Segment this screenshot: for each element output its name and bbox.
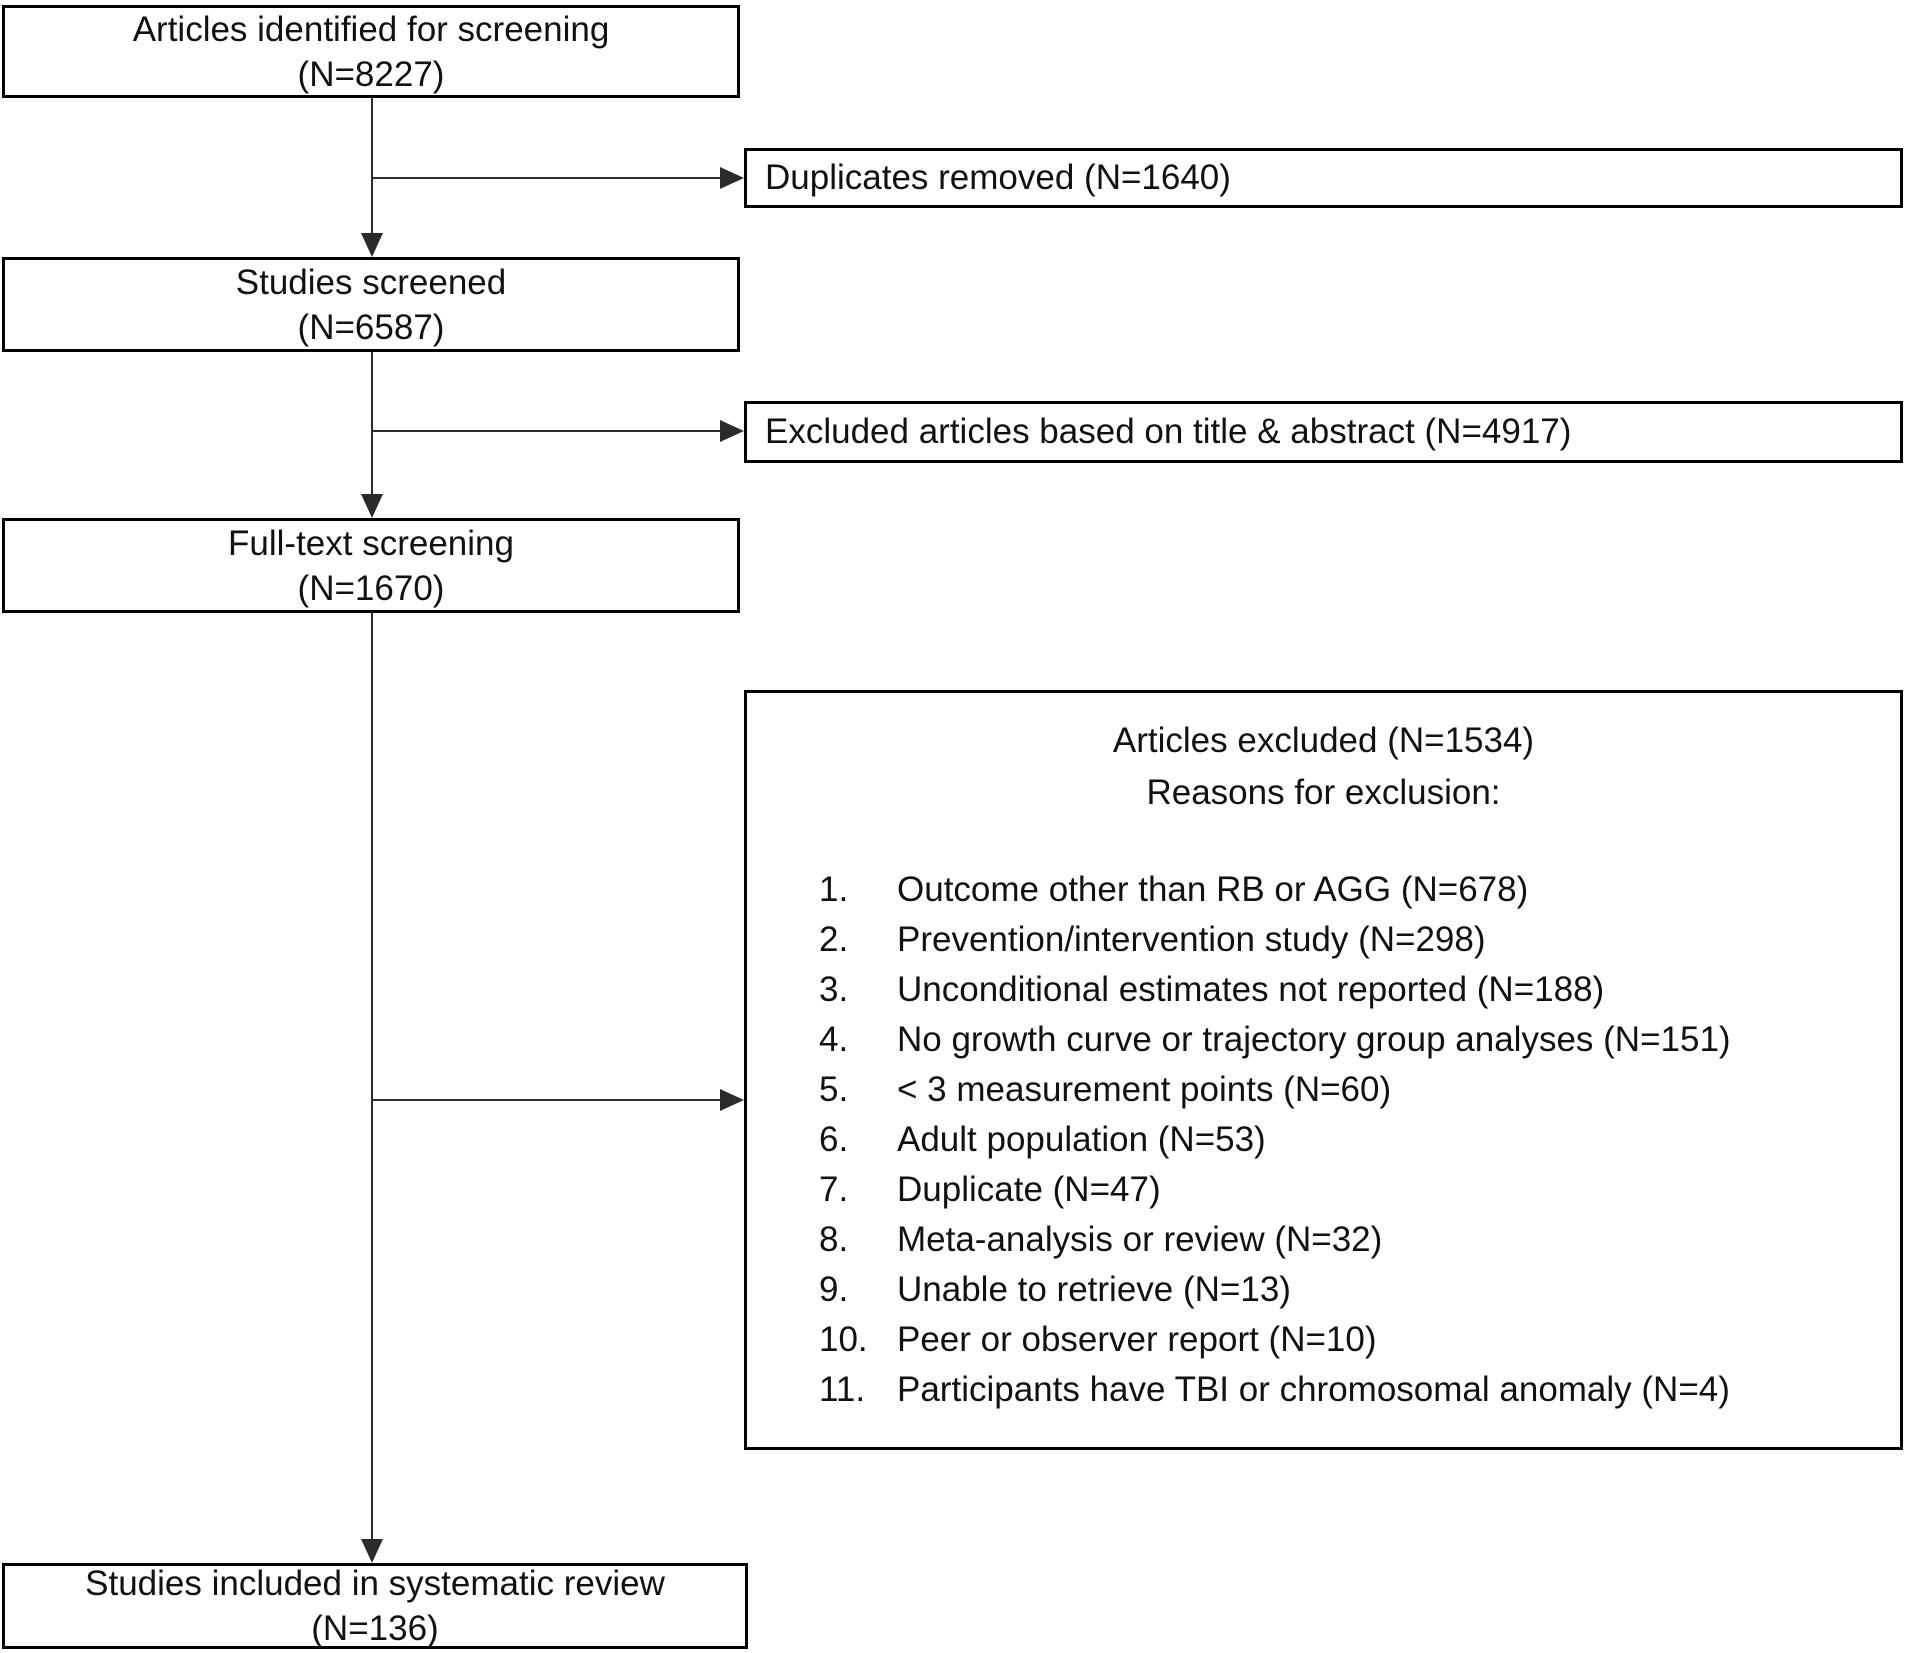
- reason-number: 7.: [819, 1170, 849, 1209]
- box-duplicates-removed-label: Duplicates removed (N=1640): [765, 158, 1231, 197]
- reason-number: 8.: [819, 1220, 849, 1259]
- box-fulltext-screening: Full-text screening (N=1670): [2, 518, 740, 613]
- reason-label: Participants have TBI or chromosomal ano…: [897, 1370, 1730, 1409]
- exclusion-reason-item: 3. Unconditional estimates not reported …: [819, 965, 1890, 1015]
- reason-number: 1.: [819, 870, 849, 909]
- reason-number: 9.: [819, 1270, 849, 1309]
- box-fulltext-screening-count: (N=1670): [297, 568, 445, 608]
- exclusion-reason-item: 4. No growth curve or trajectory group a…: [819, 1015, 1890, 1065]
- exclusion-reason-item: 2. Prevention/intervention study (N=298): [819, 915, 1890, 965]
- box-articles-identified-label: Articles identified for screening: [132, 9, 610, 49]
- reason-label: Unconditional estimates not reported (N=…: [897, 970, 1605, 1009]
- arrowhead-into-studies-screened: [361, 233, 383, 257]
- reason-label: Peer or observer report (N=10): [897, 1320, 1377, 1359]
- reason-label: No growth curve or trajectory group anal…: [897, 1020, 1731, 1059]
- reason-number: 5.: [819, 1070, 849, 1109]
- box-studies-screened: Studies screened (N=6587): [2, 257, 740, 352]
- reason-number: 2.: [819, 920, 849, 959]
- connector-identified-to-screened: [371, 98, 373, 250]
- reason-label: Adult population (N=53): [897, 1120, 1266, 1159]
- box-articles-excluded: Articles excluded (N=1534) Reasons for e…: [744, 690, 1903, 1450]
- exclusion-reason-item: 7. Duplicate (N=47): [819, 1165, 1890, 1215]
- reason-number: 4.: [819, 1020, 849, 1059]
- box-excluded-title-abstract: Excluded articles based on title & abstr…: [744, 401, 1903, 463]
- box-studies-included: Studies included in systematic review (N…: [2, 1563, 748, 1649]
- connector-fulltext-to-included: [371, 613, 373, 1539]
- reason-number: 3.: [819, 970, 849, 1009]
- reason-label: Outcome other than RB or AGG (N=678): [897, 870, 1529, 909]
- arrowhead-into-articles-excluded: [720, 1089, 744, 1111]
- connector-branch-to-title-abstract: [372, 430, 722, 432]
- exclusion-reason-item: 6. Adult population (N=53): [819, 1115, 1890, 1165]
- exclusion-reasons-list: 1. Outcome other than RB or AGG (N=678) …: [747, 865, 1900, 1415]
- arrowhead-into-excluded-title-abstract: [720, 420, 744, 442]
- box-excluded-title-abstract-label: Excluded articles based on title & abstr…: [765, 412, 1572, 451]
- exclusion-reason-item: 8. Meta-analysis or review (N=32): [819, 1215, 1890, 1265]
- reason-number: 10.: [819, 1320, 868, 1359]
- exclusion-reason-item: 11. Participants have TBI or chromosomal…: [819, 1365, 1890, 1415]
- articles-excluded-title: Articles excluded (N=1534): [1112, 721, 1535, 760]
- box-articles-identified: Articles identified for screening (N=822…: [2, 5, 740, 98]
- exclusion-reason-item: 1. Outcome other than RB or AGG (N=678): [819, 865, 1890, 915]
- articles-excluded-header: Articles excluded (N=1534) Reasons for e…: [747, 693, 1900, 819]
- reason-label: Duplicate (N=47): [897, 1170, 1161, 1209]
- reason-label: Prevention/intervention study (N=298): [897, 920, 1486, 959]
- exclusion-reason-item: 5. < 3 measurement points (N=60): [819, 1065, 1890, 1115]
- box-fulltext-screening-label: Full-text screening: [228, 523, 514, 563]
- box-studies-screened-label: Studies screened: [235, 262, 507, 302]
- connector-screened-to-fulltext: [371, 352, 373, 494]
- reason-label: Unable to retrieve (N=13): [897, 1270, 1291, 1309]
- box-articles-identified-count: (N=8227): [297, 54, 445, 94]
- articles-excluded-subtitle: Reasons for exclusion:: [1146, 773, 1501, 812]
- exclusion-reason-item: 10. Peer or observer report (N=10): [819, 1315, 1890, 1365]
- reason-number: 6.: [819, 1120, 849, 1159]
- box-studies-included-count: (N=136): [311, 1609, 439, 1648]
- box-studies-included-label: Studies included in systematic review: [85, 1564, 665, 1603]
- arrowhead-into-duplicates-removed: [720, 167, 744, 189]
- arrowhead-into-studies-included: [361, 1539, 383, 1563]
- reason-number: 11.: [819, 1370, 866, 1409]
- reason-label: < 3 measurement points (N=60): [897, 1070, 1392, 1109]
- box-duplicates-removed: Duplicates removed (N=1640): [744, 148, 1903, 208]
- exclusion-reason-item: 9. Unable to retrieve (N=13): [819, 1265, 1890, 1315]
- reason-label: Meta-analysis or review (N=32): [897, 1220, 1383, 1259]
- connector-branch-to-duplicates: [372, 177, 722, 179]
- connector-branch-to-articles-excluded: [372, 1099, 722, 1101]
- arrowhead-into-fulltext-screening: [361, 494, 383, 518]
- box-studies-screened-count: (N=6587): [297, 307, 445, 347]
